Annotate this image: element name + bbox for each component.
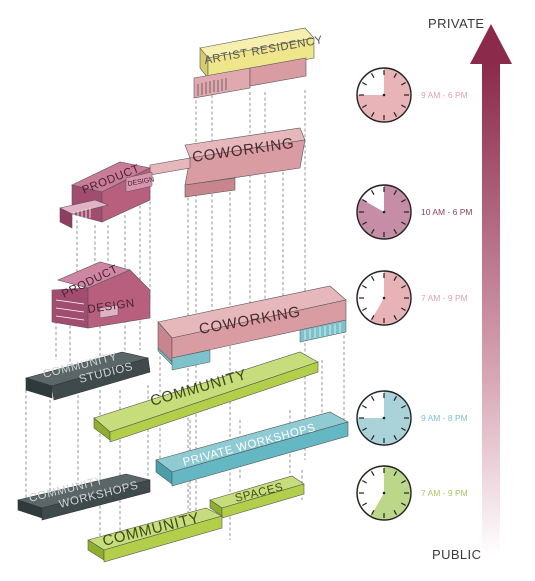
clock-1: 9 AM - 6 PM: [356, 67, 468, 123]
clock-tick: [393, 190, 398, 195]
block-coworking-lower: COWORKING: [157, 285, 347, 371]
clock-tick: [362, 307, 367, 312]
clock-tick: [370, 190, 375, 195]
clock-tick: [370, 510, 375, 515]
clock-tick: [370, 315, 375, 320]
clock-tick: [370, 396, 375, 401]
clock-center: [382, 210, 386, 214]
block-artist-residency: ARTIST RESIDENCY: [193, 27, 324, 99]
clock-tick: [401, 427, 406, 432]
clock-tick: [401, 81, 406, 86]
clock-hours-label: 10 AM - 6 PM: [421, 207, 473, 217]
clock-column: 9 AM - 6 PM 10 AM - 6 PM 7 AM - 9 PM 9 AM -…: [356, 67, 473, 521]
clock-center: [382, 416, 386, 420]
clock-hours-label: 7 AM - 9 PM: [421, 293, 468, 303]
clock-5: 7 AM - 9 PM: [356, 465, 468, 521]
clock-center: [382, 491, 386, 495]
clock-tick: [401, 221, 406, 226]
clock-tick: [362, 104, 367, 109]
block-product-design-lower: PRODUCT DESIGN: [51, 261, 151, 329]
clock-tick: [401, 307, 406, 312]
block-private-workshops: PRIVATE WORKSHOPS: [155, 411, 349, 487]
clock-tick: [362, 502, 367, 507]
clock-hours-label: 9 AM - 6 PM: [421, 90, 468, 100]
clock-tick: [370, 276, 375, 281]
clock-tick: [362, 198, 367, 203]
block-community-workshops: COMMUNITY WORKSHOPS: [16, 473, 151, 521]
clock-tick: [362, 284, 367, 289]
clock-tick: [393, 112, 398, 117]
clock-tick: [401, 198, 406, 203]
clock-tick: [393, 73, 398, 78]
clock-hours-label: 9 AM - 8 PM: [421, 413, 468, 423]
clock-tick: [370, 112, 375, 117]
clock-hours-label: 7 AM - 9 PM: [421, 488, 468, 498]
clock-tick: [370, 73, 375, 78]
clock-tick: [401, 284, 406, 289]
clock-center: [382, 296, 386, 300]
block-community-bridge: COMMUNITY: [93, 351, 319, 443]
clock-center: [382, 93, 386, 97]
clock-tick: [362, 81, 367, 86]
clock-off-hours-wedge: [358, 69, 384, 95]
privacy-axis: PRIVATE PUBLIC: [428, 16, 512, 562]
clock-off-hours-wedge: [358, 392, 384, 418]
block-product-design-upper: PRODUCT DESIGN: [59, 161, 155, 229]
clock-tick: [370, 435, 375, 440]
axis-top-label: PRIVATE: [428, 16, 485, 31]
clock-off-hours-wedge: [358, 272, 384, 321]
clock-tick: [393, 315, 398, 320]
arrow-up-icon: [470, 24, 512, 64]
clock-tick: [401, 502, 406, 507]
clock-3: 7 AM - 9 PM: [356, 270, 468, 326]
clock-tick: [401, 404, 406, 409]
block-community-studios: COMMUNITY STUDIOS: [24, 351, 151, 401]
clock-off-hours-wedge: [358, 467, 384, 516]
clock-tick: [401, 479, 406, 484]
clock-tick: [393, 396, 398, 401]
clock-tick: [362, 404, 367, 409]
clock-tick: [393, 435, 398, 440]
clock-tick: [393, 510, 398, 515]
clock-tick: [393, 276, 398, 281]
clock-4: 9 AM - 8 PM: [356, 390, 468, 446]
clock-tick: [362, 221, 367, 226]
clock-tick: [393, 471, 398, 476]
clock-tick: [393, 229, 398, 234]
block-spaces: SPACES: [209, 475, 305, 519]
clock-off-hours-wedge: [361, 186, 384, 212]
clock-2: 10 AM - 6 PM: [356, 184, 473, 240]
clock-tick: [362, 479, 367, 484]
clock-tick: [401, 104, 406, 109]
label-product-upper-2: DESIGN: [127, 176, 155, 188]
axis-bottom-label: PUBLIC: [432, 547, 481, 562]
clock-tick: [362, 427, 367, 432]
privacy-gradient-bar: [482, 64, 500, 556]
clock-tick: [370, 471, 375, 476]
clock-tick: [370, 229, 375, 234]
block-coworking-upper: COWORKING: [149, 127, 306, 198]
block-community-ground: COMMUNITY: [87, 507, 223, 563]
